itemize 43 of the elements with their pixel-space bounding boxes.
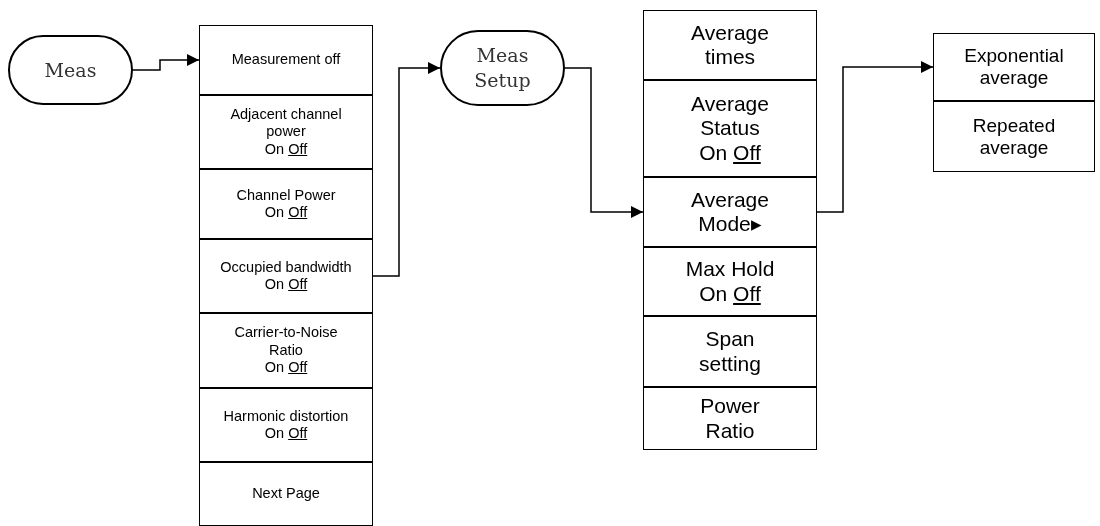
menu-item-label: Adjacent channel power (229, 105, 343, 141)
menu-item-box (933, 101, 1095, 172)
arrow (564, 67, 644, 218)
menu-item-box (199, 313, 373, 388)
menu-item-box (199, 25, 373, 95)
menu-item-label: Meas Setup (473, 43, 532, 93)
menu-item-box (199, 95, 373, 169)
menu-item-box (199, 239, 373, 313)
arrow (132, 54, 200, 71)
menu-item-label: Measurement off (231, 51, 341, 69)
menu-item-box (643, 80, 817, 177)
toggle-option-text: On Off (264, 359, 308, 377)
menu-item-label: Average times (690, 20, 770, 70)
menu-item-label: Max Hold (685, 257, 775, 282)
menu-item-label: Carrier-to-Noise Ratio (233, 324, 339, 360)
toggle-option-text: On Off (264, 276, 308, 294)
arrow (816, 61, 934, 213)
arrow (372, 62, 441, 277)
toggle-option-text: On Off (264, 204, 308, 222)
menu-item-box (643, 177, 817, 247)
menu-item-box (199, 388, 373, 462)
menu-item-label: Span setting (698, 327, 762, 376)
menu-item-box (199, 462, 373, 526)
menu-item-label: Power Ratio (699, 394, 761, 443)
menu-item-box (199, 169, 373, 239)
toggle-option-text: On Off (264, 140, 308, 159)
menu-item-label: Exponential average (963, 45, 1065, 89)
menu-item-box (933, 33, 1095, 101)
toggle-option-text: On Off (699, 281, 761, 306)
menu-item-label: Average Status (690, 92, 770, 141)
menu-item-box (643, 10, 817, 80)
menu-item-label: Harmonic distortion (223, 407, 349, 425)
menu-item-label: Average Mode▸ (690, 187, 770, 237)
menu-item-label: Next Page (252, 485, 320, 503)
menu-item-label: Meas (44, 57, 97, 83)
menu-item-box (643, 387, 817, 450)
menu-item-label: Repeated average (971, 114, 1057, 159)
toggle-option-text: On Off (264, 425, 308, 443)
menu-item-label: Channel Power (236, 186, 336, 204)
menu-item-box (643, 316, 817, 387)
menu-item-label: Occupied bandwidth (220, 258, 352, 276)
toggle-option-text: On Off (699, 140, 761, 165)
menu-item-box (643, 247, 817, 316)
